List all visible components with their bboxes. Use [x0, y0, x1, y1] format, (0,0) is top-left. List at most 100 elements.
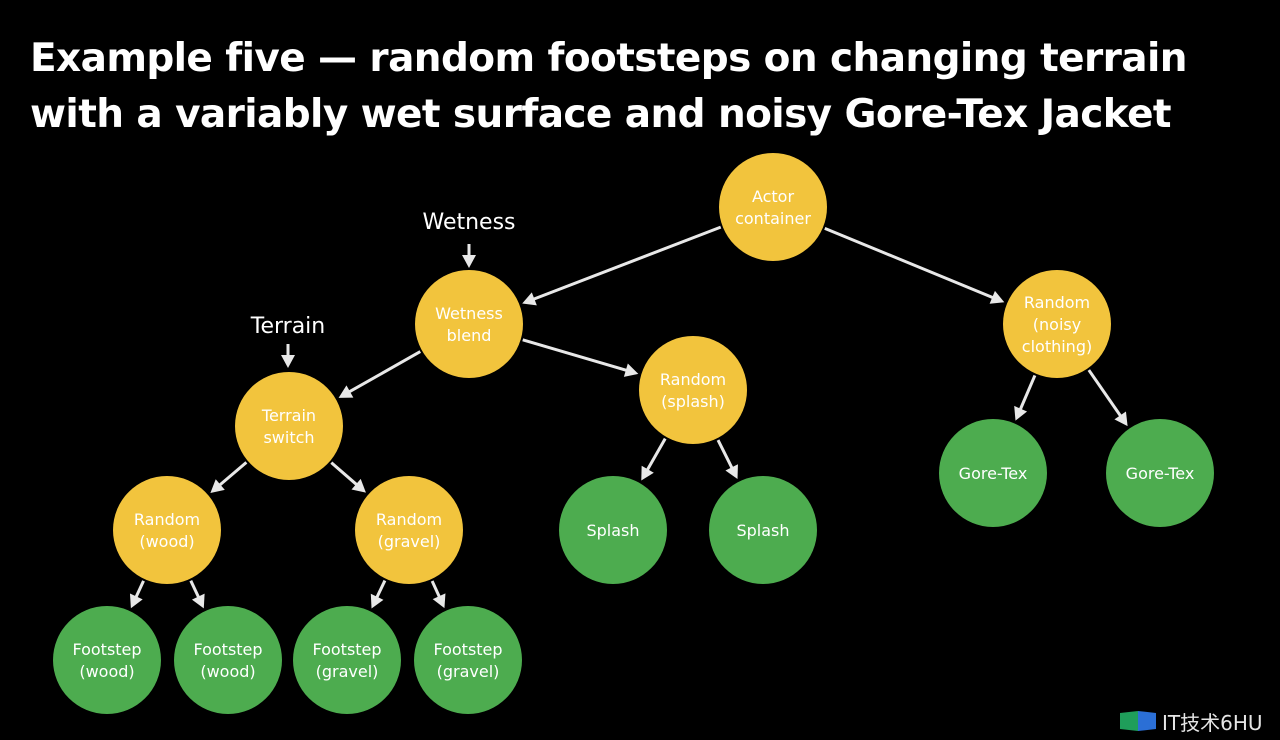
node-random-splash-circle [639, 336, 747, 444]
node-splash-1-label: Splash [586, 521, 639, 540]
edge-random-wood-to-footstep-wood-2 [189, 580, 205, 609]
edge-actor-to-random-noisy-clothing-line [824, 226, 994, 300]
node-terrain-switch-label: switch [263, 428, 314, 447]
nodes-layer: ActorcontainerWetnessblendRandom(noisycl… [53, 153, 1214, 714]
annotation-wetness-param-label: Wetness [422, 210, 515, 235]
node-actor: Actor container [719, 153, 827, 261]
node-actor-label: container [735, 209, 811, 228]
edge-wetness-blend-to-terrain-switch-arrowhead [338, 385, 354, 398]
node-random-splash: Random (splash) [639, 336, 747, 444]
node-random-splash-label: Random [660, 370, 726, 389]
node-footstep-wood-2-circle [174, 606, 282, 714]
edge-random-wood-to-footstep-wood-1 [129, 580, 145, 609]
annotation-terrain-param-label: Terrain [250, 314, 325, 339]
node-random-wood-circle [113, 476, 221, 584]
node-splash-2: Splash [709, 476, 817, 584]
node-splash-2-circle [709, 476, 817, 584]
node-footstep-gravel-2: Footstep(gravel) [414, 606, 522, 714]
node-wetness-blend-label: blend [447, 326, 492, 345]
edge-random-splash-to-splash-2-arrowhead [725, 464, 738, 480]
node-gore-tex-1-circle [939, 419, 1047, 527]
edge-random-wood-to-footstep-wood-2-arrowhead [191, 593, 205, 609]
edge-terrain-switch-to-random-gravel [330, 461, 366, 493]
edge-random-noisy-clothing-to-gore-tex-1-line [1018, 374, 1037, 411]
edge-terrain-switch-to-random-gravel-line [330, 461, 358, 486]
node-random-gravel-label: Random [376, 510, 442, 529]
edge-random-gravel-to-footstep-gravel-2-line [430, 580, 441, 598]
watermark-text: IT技术6HU [1162, 710, 1263, 735]
node-footstep-wood-2: Footstep(wood) [174, 606, 282, 714]
node-random-gravel-label: (gravel) [378, 532, 441, 551]
edge-random-gravel-to-footstep-gravel-2-arrowhead [432, 593, 446, 609]
edge-random-splash-to-splash-2 [716, 439, 738, 480]
edge-actor-to-random-noisy-clothing-arrowhead [989, 290, 1005, 304]
annotation-terrain-param: Terrain [250, 314, 325, 368]
node-gore-tex-1: Gore-Tex [939, 419, 1047, 527]
node-actor-circle [719, 153, 827, 261]
node-random-wood-label: Random [134, 510, 200, 529]
node-random-gravel: Random (gravel) [355, 476, 463, 584]
edge-terrain-switch-to-random-wood [210, 461, 248, 494]
edge-random-gravel-to-footstep-gravel-2 [430, 580, 446, 609]
edge-random-noisy-clothing-to-gore-tex-2-arrowhead [1114, 411, 1128, 427]
watermark: IT技术6HU [1118, 706, 1263, 736]
edge-terrain-switch-to-random-gravel-arrowhead [351, 478, 366, 493]
edge-random-noisy-clothing-to-gore-tex-2 [1087, 369, 1128, 427]
node-random-noisy-clothing-circle [1003, 270, 1111, 378]
node-random-wood: Random (wood) [113, 476, 221, 584]
edge-random-gravel-to-footstep-gravel-1 [370, 579, 387, 609]
annotation-wetness-param-arrow [462, 244, 476, 268]
node-footstep-gravel-2-circle [414, 606, 522, 714]
node-wetness-blend-label: Wetness [435, 304, 503, 323]
node-terrain-switch-circle [235, 372, 343, 480]
node-footstep-wood-1-label: (wood) [79, 662, 134, 681]
node-splash-1-circle [559, 476, 667, 584]
node-footstep-gravel-1-circle [293, 606, 401, 714]
edge-terrain-switch-to-random-wood-arrowhead [210, 479, 225, 494]
node-actor-label: Actor [752, 187, 795, 206]
node-footstep-wood-1-label: Footstep [72, 640, 141, 659]
node-footstep-gravel-2-label: Footstep [433, 640, 502, 659]
edge-actor-to-wetness-blend-arrowhead [522, 292, 537, 306]
edge-random-splash-to-splash-1-line [645, 437, 667, 471]
edge-random-wood-to-footstep-wood-1-arrowhead [129, 593, 143, 609]
node-footstep-gravel-1: Footstep (gravel) [293, 606, 401, 714]
node-gore-tex-2: Gore-Tex [1106, 419, 1214, 527]
node-footstep-gravel-1-label: Footstep [312, 640, 381, 659]
node-random-noisy-clothing-label: Random [1024, 293, 1090, 312]
edge-wetness-blend-to-terrain-switch-line [348, 350, 422, 394]
node-footstep-gravel-1-label: (gravel) [316, 662, 379, 681]
node-splash-2-label: Splash [736, 521, 789, 540]
annotation-wetness-param: Wetness [422, 210, 516, 268]
edge-wetness-blend-to-random-splash-arrowhead [623, 363, 639, 377]
node-random-splash-label: (splash) [661, 392, 725, 411]
annotation-terrain-param-arrow-arrowhead [281, 355, 295, 368]
node-wetness-blend-circle [415, 270, 523, 378]
edge-random-wood-to-footstep-wood-1-line [134, 580, 145, 598]
edge-actor-to-random-noisy-clothing [824, 226, 1005, 304]
node-gore-tex-1-label: Gore-Tex [959, 464, 1028, 483]
edge-random-noisy-clothing-to-gore-tex-1 [1014, 374, 1037, 421]
node-wetness-blend: Wetness blend [415, 270, 523, 378]
edge-random-wood-to-footstep-wood-2-line [189, 580, 201, 599]
edge-terrain-switch-to-random-wood-line [218, 461, 248, 487]
edge-random-gravel-to-footstep-gravel-1-arrowhead [370, 593, 384, 609]
edge-random-splash-to-splash-1-arrowhead [641, 465, 654, 481]
slide-title-line-2: with a variably wet surface and noisy Go… [30, 92, 1172, 137]
node-footstep-wood-1-circle [53, 606, 161, 714]
edge-actor-to-wetness-blend-line [532, 225, 722, 301]
node-random-wood-label: (wood) [139, 532, 194, 551]
edge-random-splash-to-splash-2-line [716, 439, 734, 469]
annotation-wetness-param-arrow-arrowhead [462, 255, 476, 268]
edge-wetness-blend-to-random-splash [522, 338, 639, 377]
node-gore-tex-2-circle [1106, 419, 1214, 527]
edge-actor-to-wetness-blend [522, 225, 722, 306]
edge-random-gravel-to-footstep-gravel-1-line [375, 579, 387, 599]
node-splash-1: Splash [559, 476, 667, 584]
annotation-terrain-param-arrow [281, 344, 295, 368]
node-random-noisy-clothing-label: clothing) [1022, 337, 1092, 356]
